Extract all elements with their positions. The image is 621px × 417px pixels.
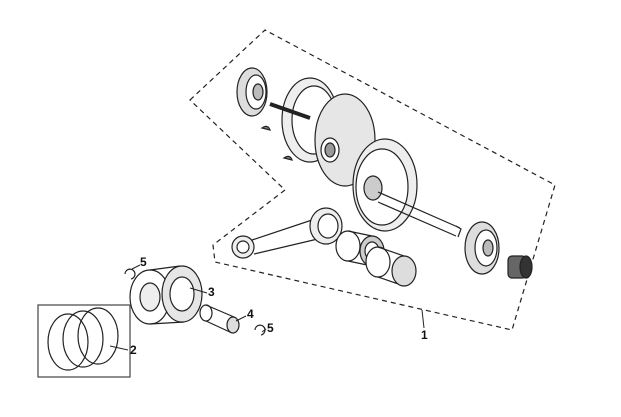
callout-5-lower: 5: [267, 321, 274, 335]
callout-5-upper: 5: [140, 255, 147, 269]
assembly-boundary: [189, 29, 556, 331]
clip-upper-part: [124, 268, 136, 280]
piston-pin-part: [199, 304, 240, 334]
crank-pin: [365, 246, 417, 287]
ring-set-box: [37, 304, 131, 378]
callout-1: 1: [421, 328, 428, 342]
piston-rings: [47, 307, 119, 371]
connecting-rod: [231, 207, 343, 259]
piston-part: [129, 265, 203, 325]
woodruff-key: [260, 125, 271, 131]
callout-2: 2: [130, 343, 137, 357]
clip-lower-part: [254, 324, 266, 336]
leader-lines: [109, 264, 425, 351]
right-crank-web: [352, 138, 462, 238]
callout-4: 4: [247, 307, 254, 321]
drive-gear: [507, 255, 533, 279]
right-bearing: [464, 221, 500, 275]
woodruff-key: [282, 155, 293, 161]
left-bearing: [236, 67, 268, 117]
callout-3: 3: [208, 285, 215, 299]
